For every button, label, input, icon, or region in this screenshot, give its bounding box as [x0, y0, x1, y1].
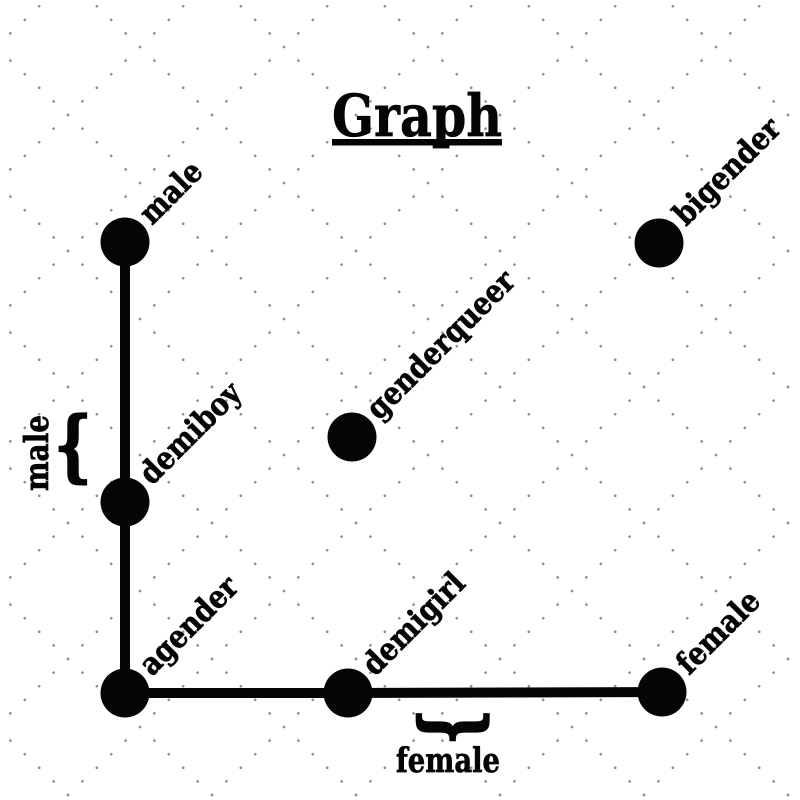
edges-group [120, 242, 663, 698]
node-male [100, 217, 150, 267]
diagram-title: Graph [332, 82, 502, 150]
left-brace-label: male [17, 415, 56, 491]
node-demigirl [323, 668, 373, 718]
left-brace: { [54, 400, 91, 491]
node-genderqueer [327, 412, 377, 462]
node-bigender [634, 218, 684, 268]
node-agender [100, 668, 150, 718]
bottom-brace: { [403, 709, 495, 746]
node-female [637, 667, 687, 717]
nodes-group [100, 217, 687, 718]
node-demiboy [100, 477, 150, 527]
title-underline [332, 139, 502, 146]
bottom-brace-label: female [396, 741, 500, 781]
edge-demigirl-female [347, 687, 663, 698]
